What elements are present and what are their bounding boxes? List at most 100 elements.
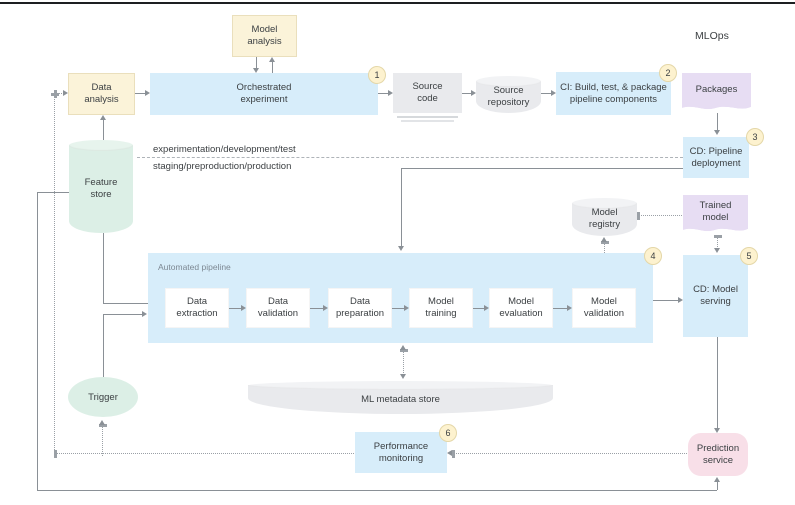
- node-label: CD: Model serving: [693, 284, 738, 307]
- edge-step5-step6: [553, 308, 567, 309]
- node-feature-store: Feature store: [69, 140, 133, 233]
- node-label: ML metadata store: [361, 393, 440, 405]
- arrowhead: [63, 90, 68, 96]
- node-label: Model training: [425, 296, 457, 319]
- edge-modelanalysis-down: [256, 57, 257, 70]
- top-border: [0, 2, 795, 4]
- edge-pipeline-serving: [653, 300, 678, 301]
- automated-pipeline-label: Automated pipeline: [158, 262, 231, 272]
- node-cd-pipeline-deployment: CD: Pipeline deployment: [683, 137, 749, 178]
- node-label: Model analysis: [247, 24, 282, 47]
- edge-cdpipeline-pipeline-v: [401, 168, 402, 246]
- edge-monitoring-dataanalysis-v: [54, 93, 55, 456]
- node-data-analysis: Data analysis: [68, 73, 135, 115]
- node-label: Feature store: [84, 176, 118, 200]
- edge-step4-step5: [473, 308, 484, 309]
- edge-featurestore-extraction-h: [103, 303, 159, 304]
- edge-registry-trainedmodel: [637, 215, 686, 216]
- edge-cdpipeline-pipeline-h: [401, 168, 683, 169]
- node-label: Prediction service: [696, 442, 740, 466]
- step-badge-6: 6: [439, 424, 457, 442]
- node-trigger: Trigger: [68, 377, 138, 417]
- arrowhead: [253, 68, 259, 73]
- environment-separator: [137, 157, 683, 158]
- wave-edge: [683, 225, 748, 235]
- diagram-title: MLOps: [695, 30, 729, 42]
- node-label: Data extraction: [176, 296, 218, 319]
- edge-featurestore-prediction-spur: [37, 192, 69, 193]
- node-source-repository: Source repository: [476, 76, 541, 113]
- edge-monitoring-dataanalysis-h: [54, 93, 66, 94]
- node-cd-model-serving: CD: Model serving: [683, 255, 748, 337]
- pipeline-step-data-validation: Data validation: [246, 288, 310, 328]
- node-source-code: Source code: [393, 73, 462, 113]
- edge-featurestore-prediction-up: [717, 481, 718, 490]
- arrowhead: [714, 130, 720, 135]
- node-label: Orchestrated experiment: [236, 82, 292, 105]
- node-label: CI: Build, test, & package pipeline comp…: [560, 81, 667, 105]
- edge-sourcecode-repo: [462, 93, 472, 94]
- arrowhead: [241, 305, 246, 311]
- arrowhead: [404, 305, 409, 311]
- node-label: Model registry: [588, 207, 621, 230]
- edge-step3-step4: [392, 308, 404, 309]
- automated-pipeline-container: [148, 253, 653, 343]
- node-ml-metadata-store: ML metadata store: [248, 381, 553, 414]
- edge-repo-ci: [541, 93, 552, 94]
- node-model-registry: Model registry: [572, 198, 637, 236]
- arrowhead: [400, 374, 406, 379]
- arrowhead: [714, 248, 720, 253]
- pipeline-step-model-training: Model training: [409, 288, 473, 328]
- arrowhead: [678, 297, 683, 303]
- node-label: Data analysis: [84, 82, 119, 105]
- node-orchestrated-experiment: Orchestrated experiment: [150, 73, 378, 115]
- edge-monitoring-trigger: [102, 424, 103, 456]
- edge-step1-step2: [229, 308, 241, 309]
- arrowhead: [601, 237, 607, 242]
- node-packages: Packages: [682, 73, 751, 113]
- arrowhead: [484, 305, 489, 311]
- pipeline-step-model-evaluation: Model evaluation: [489, 288, 553, 328]
- edge-trigger-pipeline-v: [103, 314, 104, 377]
- node-ci-build: CI: Build, test, & package pipeline comp…: [556, 72, 671, 115]
- edge-prediction-monitoring: [452, 453, 691, 454]
- arrowhead: [714, 477, 720, 482]
- arrowhead: [99, 420, 105, 425]
- edge-serving-prediction: [717, 337, 718, 428]
- node-label: Trained model: [699, 200, 732, 223]
- edge-orchestrated-sourcecode: [378, 93, 389, 94]
- arrowhead: [714, 428, 720, 433]
- node-label: Source code: [412, 81, 443, 104]
- node-label: CD: Pipeline deployment: [689, 145, 743, 169]
- step-badge-2: 2: [659, 64, 677, 82]
- arrowhead: [471, 90, 476, 96]
- pipeline-step-data-extraction: Data extraction: [165, 288, 229, 328]
- node-label: Packages: [695, 84, 738, 96]
- step-badge-4: 4: [644, 247, 662, 265]
- wave-edge: [682, 103, 751, 113]
- source-code-stack-line: [397, 116, 458, 118]
- env-label-staging: staging/preproduction/production: [153, 161, 292, 172]
- source-code-stack-line: [401, 120, 454, 122]
- pipeline-step-data-preparation: Data preparation: [328, 288, 392, 328]
- pipeline-step-model-validation: Model validation: [572, 288, 636, 328]
- node-label: Data validation: [257, 296, 299, 319]
- node-performance-monitoring: Performance monitoring: [355, 432, 447, 473]
- edge-step2-step3: [310, 308, 323, 309]
- env-label-experimentation: experimentation/development/test: [153, 144, 296, 155]
- node-model-analysis: Model analysis: [232, 15, 297, 57]
- step-badge-1: 1: [368, 66, 386, 84]
- node-trained-model: Trained model: [683, 195, 748, 235]
- step-badge-5: 5: [740, 247, 758, 265]
- edge-dataanalysis-orchestrated: [135, 93, 146, 94]
- arrowhead: [567, 305, 572, 311]
- node-prediction-service: Prediction service: [688, 433, 748, 476]
- edge-trigger-pipeline-h: [103, 314, 142, 315]
- node-label: Performance monitoring: [373, 440, 429, 464]
- edge-pipeline-metadata: [403, 349, 404, 377]
- node-label: Trigger: [88, 391, 118, 403]
- arrowhead: [323, 305, 328, 311]
- arrowhead: [388, 90, 393, 96]
- node-label: Data preparation: [335, 296, 385, 319]
- arrowhead: [398, 246, 404, 251]
